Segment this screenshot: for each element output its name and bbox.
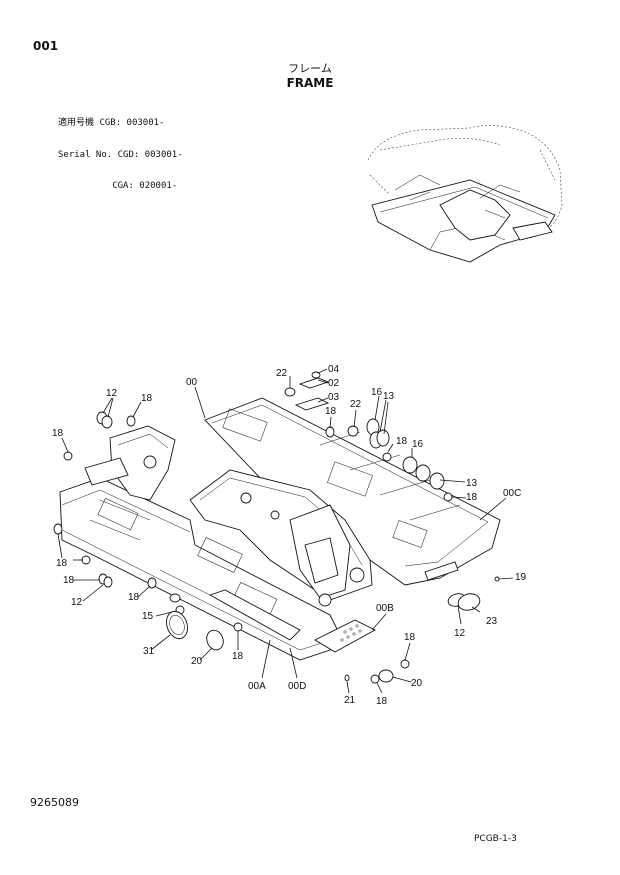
callout-18: 18: [52, 428, 64, 439]
leader-lines: [57, 368, 514, 694]
callout-12: 12: [106, 388, 118, 399]
callout-00D: 00D: [288, 681, 306, 692]
callout-18: 18: [128, 592, 140, 603]
callout-19: 20: [191, 656, 203, 667]
callout-04: 04: [328, 364, 340, 375]
frame-assembly: [59, 397, 501, 661]
serial-label: Serial No.: [58, 149, 113, 160]
serial-model: CGB:: [99, 118, 122, 128]
callout-03: 03: [328, 392, 340, 403]
serial-row: 適用号機 CGB: 003001-: [58, 118, 183, 129]
serial-value: 003001-: [126, 118, 165, 128]
callout-20: 19: [515, 572, 527, 583]
callout-22: 22: [350, 399, 362, 410]
callout-18: 18: [376, 696, 388, 707]
page-title: FRAME: [286, 76, 334, 90]
serial-model: CGA:: [112, 181, 134, 191]
serial-model: CGD:: [117, 149, 140, 160]
page-title-japanese: フレーム: [288, 62, 332, 75]
callout-13: 13: [383, 391, 395, 402]
callout-18: 18: [396, 436, 408, 447]
callout-13: 13: [466, 478, 478, 489]
callout-18: 18: [63, 575, 75, 586]
callout-18: 18: [141, 393, 153, 404]
serial-label: 適用号機: [58, 118, 95, 128]
serial-row: CGA: 020001-: [58, 181, 183, 192]
callout-18: 18: [404, 632, 416, 643]
callout-00: 00: [186, 377, 198, 388]
serial-row: Serial No. CGD: 003001-: [58, 150, 183, 161]
document-number: 9265089: [30, 796, 79, 809]
machine-overview-inset: [367, 125, 563, 263]
callout-00B: 00C: [503, 488, 521, 499]
callout-15: 15: [142, 611, 154, 622]
page-code: PCGB-1-3: [474, 834, 517, 844]
part-callouts: 12 18 00 22 04 02 03 18 22 16 13 18 16 1…: [52, 364, 527, 707]
hardware-parts: [53, 371, 500, 684]
callout-18: 18: [466, 492, 478, 503]
callout-19: 20: [411, 678, 423, 689]
callout-12: 12: [71, 597, 83, 608]
callout-18: 18: [56, 558, 68, 569]
callout-00A: 00A: [248, 681, 266, 692]
callout-12: 12: [454, 628, 466, 639]
callout-16: 16: [412, 439, 424, 450]
serial-number-table: 適用号機 CGB: 003001- Serial No. CGD: 003001…: [58, 97, 183, 202]
callout-18: 18: [232, 651, 244, 662]
callout-02: 02: [328, 378, 340, 389]
callout-21: 21: [344, 695, 356, 706]
callout-23: 23: [486, 616, 498, 627]
callout-16: 16: [371, 387, 383, 398]
callout-18: 18: [325, 406, 337, 417]
serial-value: 003001-: [144, 149, 183, 160]
callout-00C: 00B: [376, 603, 394, 614]
callout-31: 31: [143, 646, 155, 657]
page-number: 001: [33, 39, 59, 53]
callout-22: 22: [276, 368, 288, 379]
serial-value: 020001-: [139, 181, 178, 191]
